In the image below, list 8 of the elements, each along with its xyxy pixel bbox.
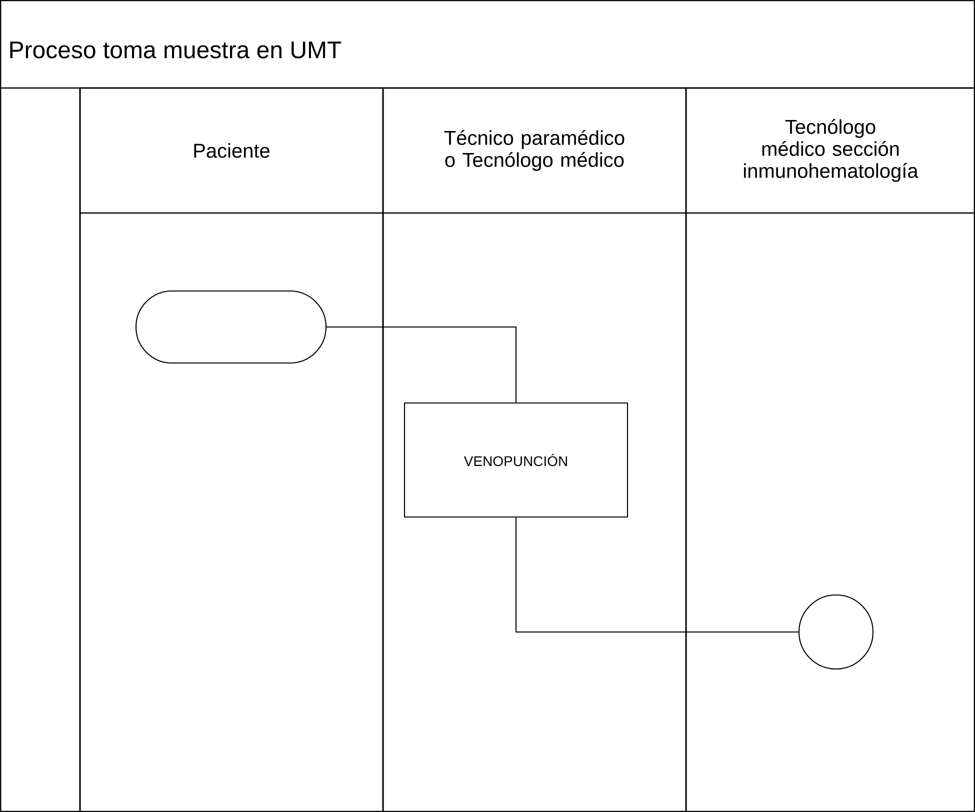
connector <box>326 326 517 402</box>
connector <box>515 518 798 633</box>
end-circle <box>798 594 874 670</box>
start-terminal <box>135 290 327 364</box>
process-box: VENOPUNCIÓN <box>404 402 628 518</box>
pool-title: Proceso toma muestra en UMT <box>10 42 342 58</box>
swimlane: Paciente <box>79 87 384 812</box>
swimlane: Tecnólogo médico sección inmunohematología <box>685 87 975 812</box>
